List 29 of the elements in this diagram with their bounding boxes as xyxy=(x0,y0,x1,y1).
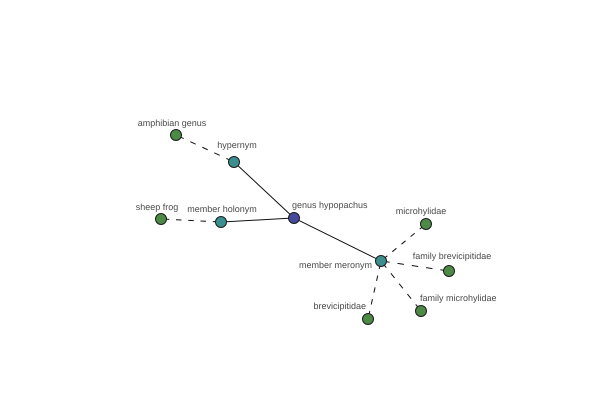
node-label: hypernym xyxy=(217,140,257,151)
node-label: member holonym xyxy=(187,204,257,215)
dashed-link-line xyxy=(386,261,444,271)
node-dot xyxy=(170,129,182,141)
link-line xyxy=(238,165,290,215)
node-dot xyxy=(415,305,427,317)
dashed-link-line xyxy=(166,218,216,222)
node-label: sheep frog xyxy=(136,202,178,213)
node-dot xyxy=(228,156,240,168)
node-label: family brevicipitidae xyxy=(412,251,492,262)
link-line xyxy=(298,220,377,260)
node-label: member meronym xyxy=(298,260,372,271)
node-label: family microhylidae xyxy=(420,293,497,304)
dashed-link-line xyxy=(180,136,230,160)
dashed-link-line xyxy=(384,264,418,308)
link-line xyxy=(226,218,289,222)
node-dot xyxy=(215,216,227,228)
node-dot xyxy=(288,212,300,224)
node-dot xyxy=(362,313,374,325)
dashed-link-line xyxy=(384,227,422,258)
node-label: amphibian genus xyxy=(138,118,206,129)
node-dot xyxy=(443,265,455,277)
node-label: microhylidae xyxy=(396,206,446,217)
node-dot xyxy=(420,218,432,230)
node-dot xyxy=(155,213,167,225)
node-label: genus hypopachus xyxy=(292,200,368,211)
node-dot xyxy=(375,255,387,267)
node-label: brevicipitidae xyxy=(313,301,366,312)
dashed-link-line xyxy=(368,266,380,314)
